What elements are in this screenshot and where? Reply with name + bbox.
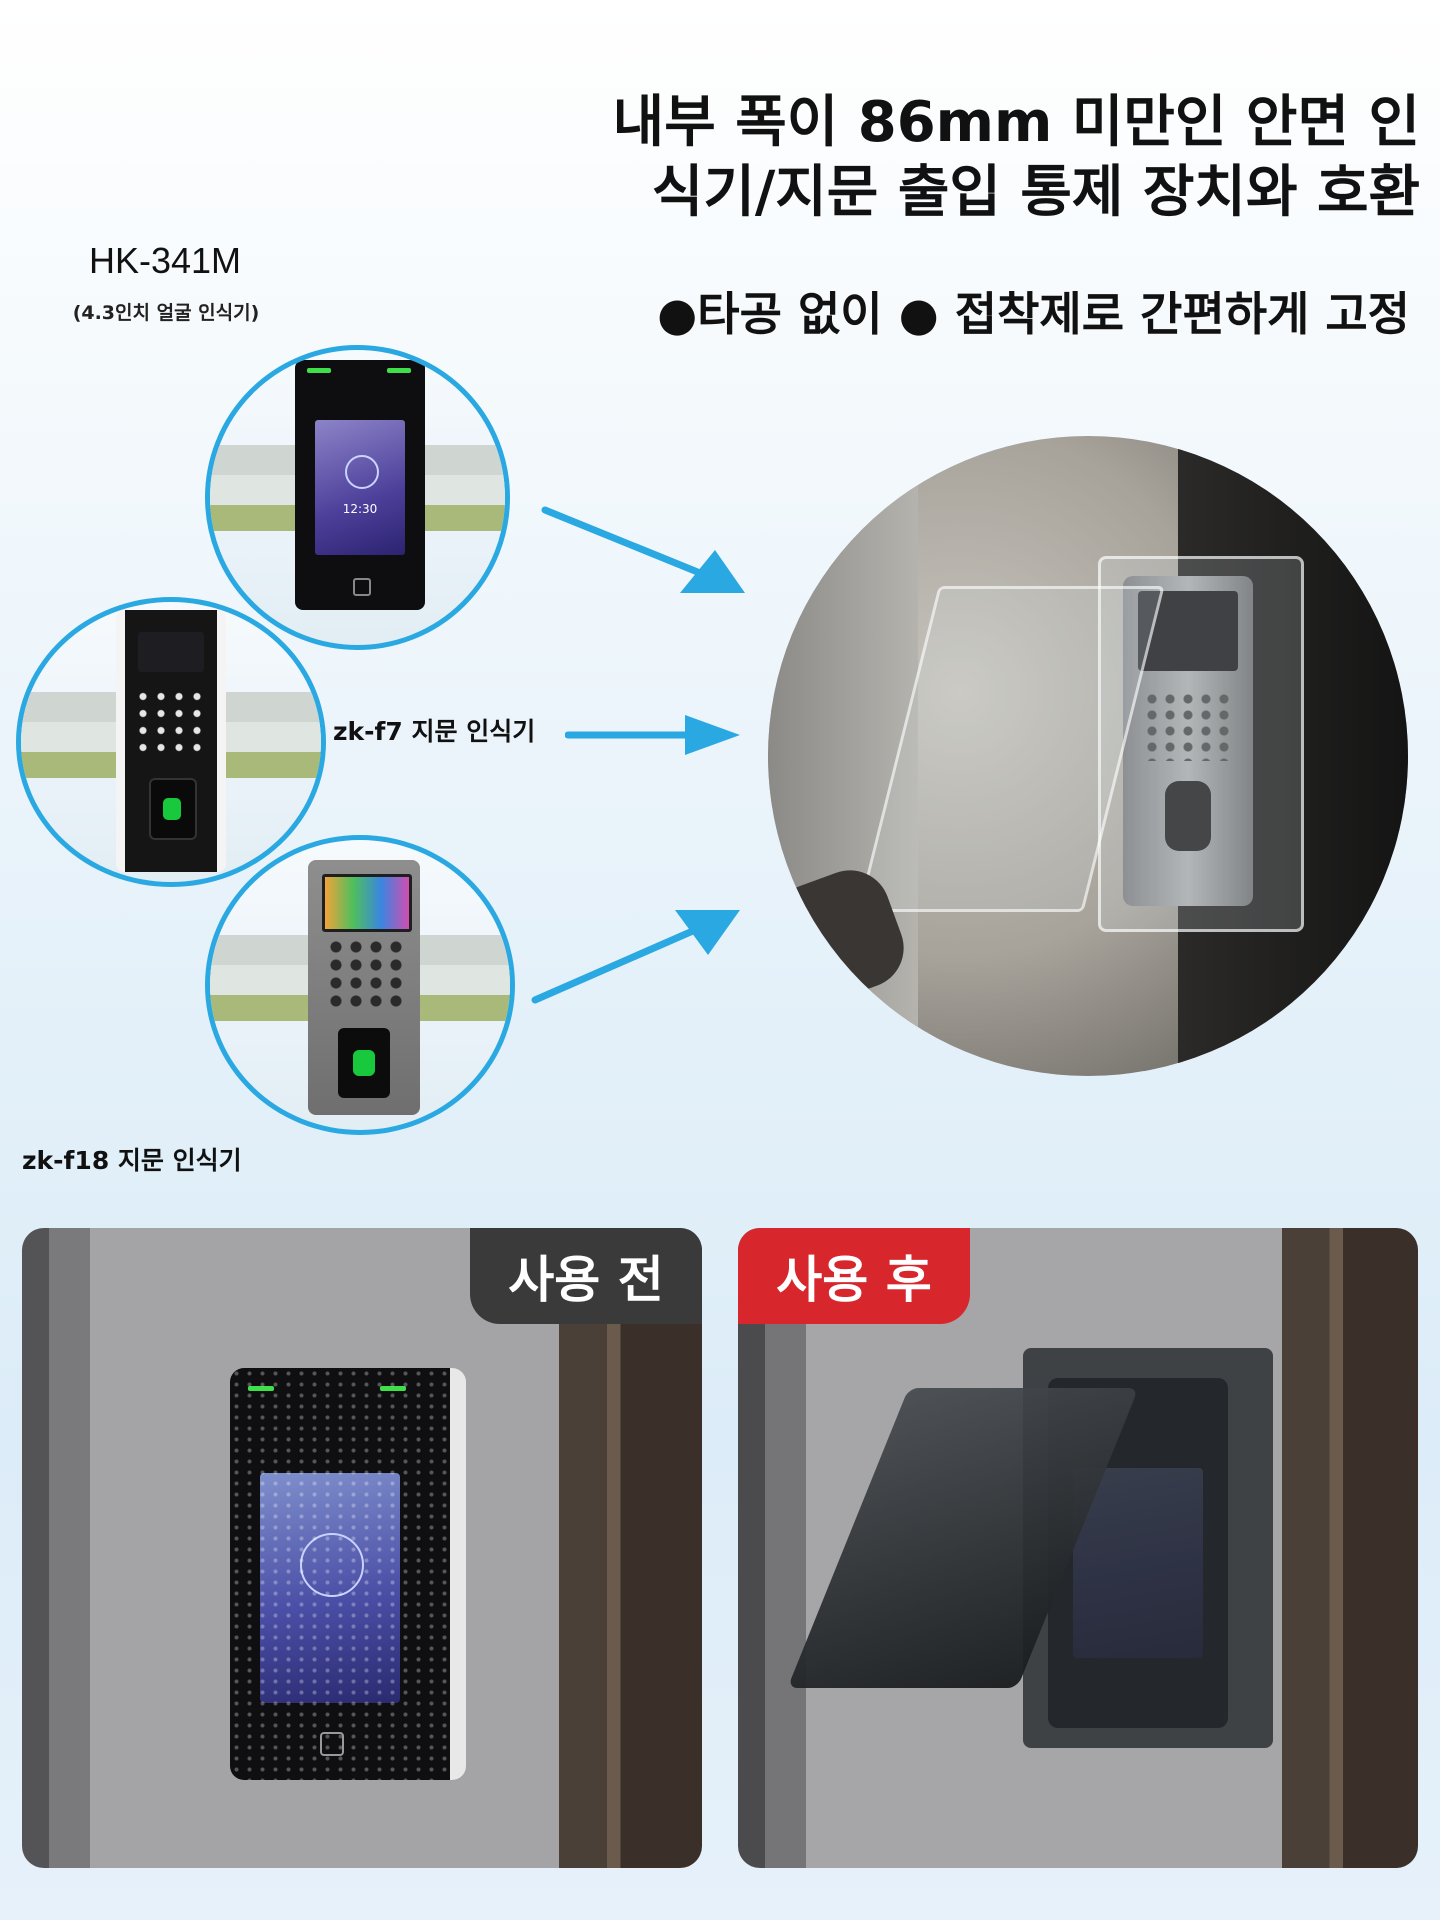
device-clock: 12:30	[342, 502, 378, 516]
arrow-icon	[541, 506, 745, 593]
zkf18-label: zk-f18 지문 인식기	[22, 1146, 242, 1175]
face-recognizer-image: 12:30	[295, 360, 425, 610]
feature-adhesive: ● 접착제로 간편하게 고정	[898, 287, 1410, 341]
hk341m-device-circle: 12:30	[205, 345, 510, 650]
installed-cover-photo	[768, 436, 1408, 1076]
hk341m-title: HK-341M	[88, 240, 242, 281]
transparent-cover-image	[1098, 556, 1304, 932]
zkf7-device-circle	[16, 597, 326, 887]
fingerprint-button-icon	[320, 1732, 344, 1756]
keypad-icon	[326, 938, 404, 1008]
before-badge: 사용 전	[470, 1228, 702, 1324]
after-panel: 사용 후	[738, 1228, 1418, 1868]
fingerprint-device-image	[1123, 576, 1253, 906]
arrow-icon	[531, 910, 740, 1004]
arrow-icon	[565, 715, 740, 755]
feature-no-drilling: ●타공 없이	[657, 287, 883, 341]
zkf18-device-circle	[205, 835, 515, 1135]
before-panel: 사용 전	[22, 1228, 702, 1868]
feature-line: ●타공 없이 ● 접착제로 간편하게 고정	[540, 278, 1410, 344]
fingerprint-button-icon	[353, 578, 371, 596]
headline-line-1: 내부 폭이 86mm 미만인 안면 인	[612, 90, 1420, 155]
hk341m-subtitle: (4.3인치 얼굴 인식기)	[72, 302, 260, 324]
after-badge: 사용 후	[738, 1228, 970, 1324]
headline-line-2: 식기/지문 출입 통제 장치와 호환	[651, 160, 1420, 225]
zkf7-device-image	[116, 610, 226, 872]
keypad-icon	[134, 688, 208, 758]
dirty-face-recognizer-image	[230, 1368, 466, 1780]
zkf7-label: zk-f7 지문 인식기	[333, 717, 536, 746]
zkf18-device-image	[308, 860, 420, 1115]
headline: 내부 폭이 86mm 미만인 안면 인 식기/지문 출입 통제 장치와 호환	[500, 88, 1420, 228]
